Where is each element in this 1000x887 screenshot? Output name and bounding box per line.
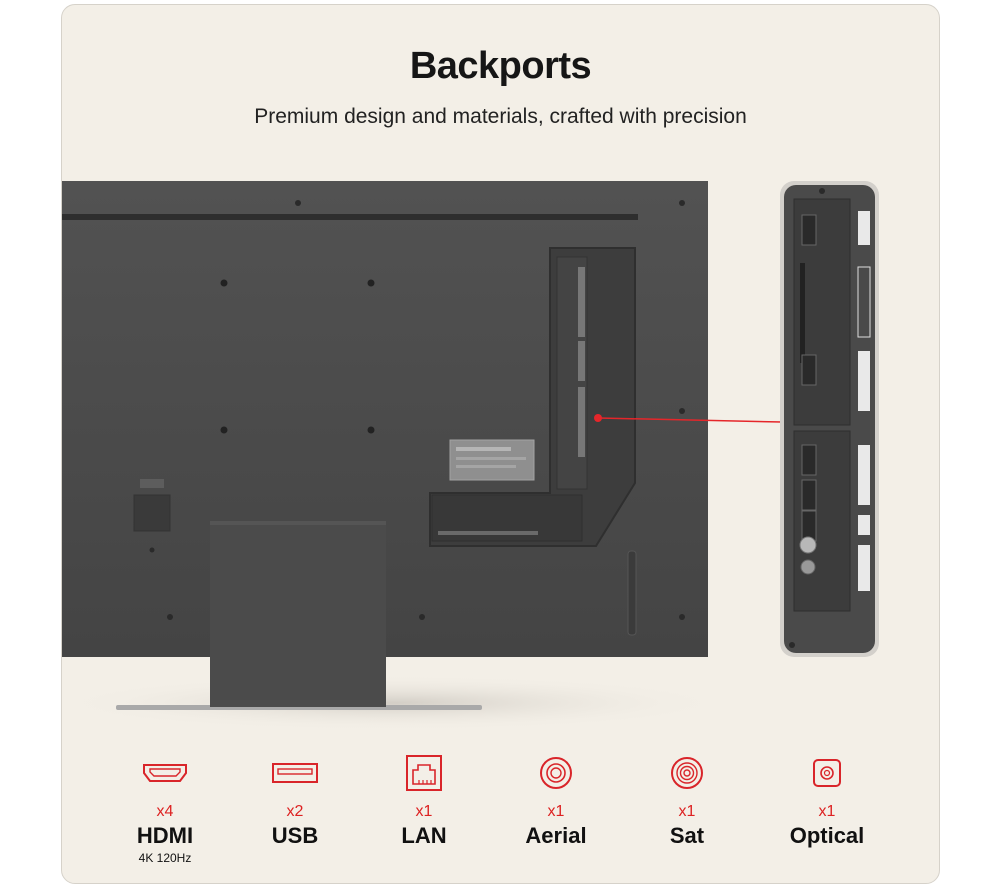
port-name: HDMI: [136, 823, 194, 848]
port-name: Aerial: [525, 823, 587, 848]
port-closeup: [780, 181, 879, 657]
port-count: x1: [818, 803, 836, 820]
port-count: x1: [415, 803, 433, 820]
port-name: LAN: [401, 823, 447, 848]
port-count: x2: [286, 803, 304, 820]
product-card: Backports Premium design and materials, …: [61, 4, 940, 884]
sat-icon: [671, 757, 703, 789]
page-subtitle: Premium design and materials, crafted wi…: [254, 105, 747, 128]
port-name: Optical: [789, 823, 865, 848]
port-name: Sat: [669, 823, 705, 848]
port-sub: 4K 120Hz: [138, 851, 192, 865]
port-aerial: x1 Aerial: [486, 753, 626, 851]
port-count: x4: [156, 803, 174, 820]
tv-back-illustration: [62, 181, 879, 731]
lan-icon: [406, 755, 442, 791]
port-usb: x2 USB: [225, 753, 365, 851]
aerial-icon: [540, 757, 572, 789]
port-count: x1: [678, 803, 696, 820]
optical-icon: [813, 759, 841, 787]
hdmi-icon: [143, 764, 187, 782]
ports-legend: x4 HDMI 4K 120Hz x2 USB: [62, 753, 939, 873]
port-count: x1: [547, 803, 565, 820]
port-name: USB: [271, 823, 319, 848]
port-sat: x1 Sat: [617, 753, 757, 851]
page-title: Backports: [409, 45, 592, 87]
port-lan: x1 LAN: [354, 753, 494, 851]
port-hdmi: x4 HDMI 4K 120Hz: [95, 753, 235, 865]
usb-icon: [272, 763, 318, 783]
port-optical: x1 Optical: [757, 753, 897, 851]
